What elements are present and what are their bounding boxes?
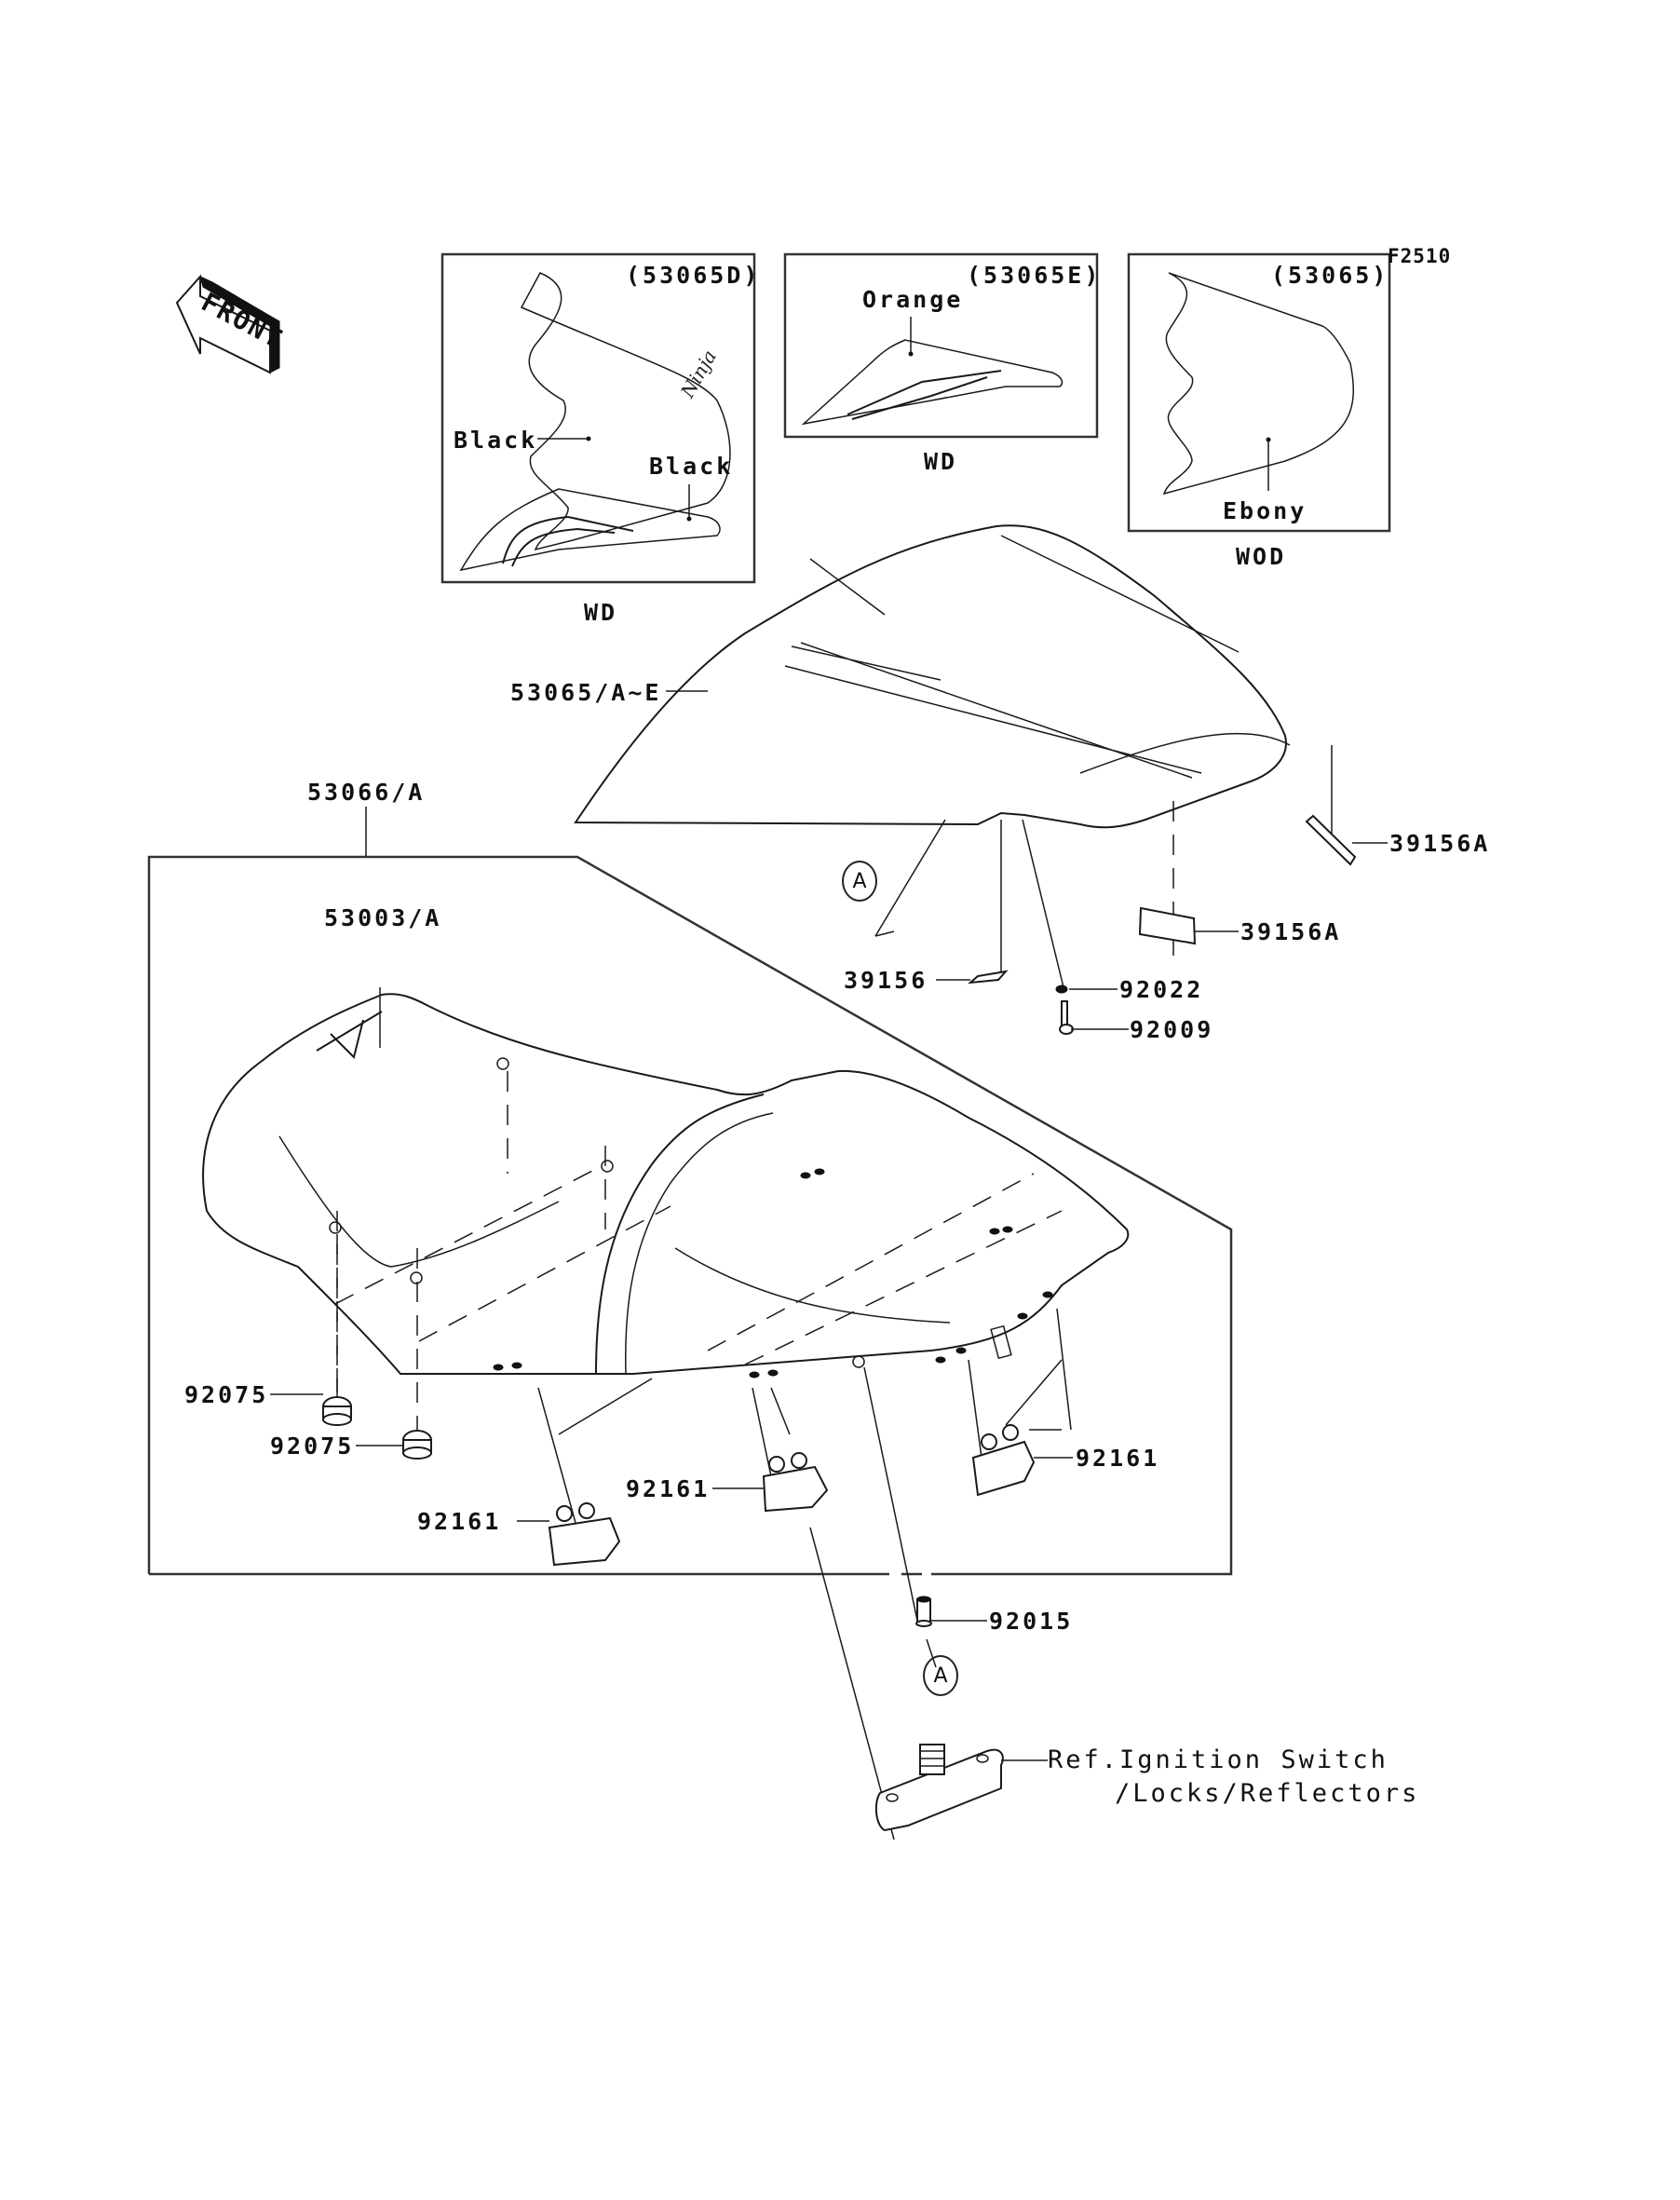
part-label-collar-92015: 92015 [989,1608,1074,1635]
cover-leaders [874,745,1333,988]
cover-hardware [967,814,1357,1035]
part-label-clip-92161-left: 92161 [417,1508,502,1535]
variant-ref-53065: (53065) [1271,262,1389,289]
variant-ref-53065e: (53065E) [967,262,1102,289]
figure-code-label: F2510 [1388,245,1452,267]
damper-parts [270,1393,432,1460]
part-label-damper-92075-1: 92075 [184,1381,269,1408]
variant-caption-wod: WOD [1236,543,1287,570]
reference-note-line-2: /Locks/Reflectors [1115,1779,1420,1808]
part-label-seat-base: 53003/A [324,904,442,931]
reference-note-line-1: Ref.Ignition Switch [1048,1745,1389,1774]
part-label-seat-assembly: 53066/A [307,779,426,806]
variant-caption-wd-2: WD [924,448,958,475]
part-label-clip-92161-right: 92161 [1076,1445,1160,1472]
collar-part [915,1596,987,1627]
hardware-leaders [936,842,1388,1030]
variant-caption-wd-1: WD [584,599,618,626]
color-callout-ebony: Ebony [1223,497,1307,524]
seat-cover-drawing [574,524,1291,829]
part-label-band-39156a-top: 39156A [1389,830,1491,857]
variant-box-53065 [1127,252,1391,533]
seat-drawing [202,987,1130,1425]
part-label-clip-92161-middle: 92161 [626,1475,711,1502]
color-callout-black-2: Black [649,453,734,480]
part-label-bolt-92009: 92009 [1130,1016,1214,1043]
ignition-lock-part [874,1744,1048,1832]
clip-parts [517,1424,1073,1567]
svg-text:Ninja: Ninja [675,346,721,402]
part-label-seat-cover: 53065/A~E [510,679,662,706]
seat-assembly-box [147,807,1233,1576]
part-label-washer-92022: 92022 [1119,976,1204,1003]
reference-marker-a-top: A [842,861,877,902]
variant-box-53065d: Ninja [440,252,756,584]
variant-ref-53065d: (53065D) [626,262,761,289]
part-label-damper-92075-2: 92075 [270,1433,355,1460]
reference-marker-a-bottom: A [923,1655,958,1696]
variant-box-53065e [783,252,1099,439]
color-callout-orange: Orange [862,286,964,313]
front-arrow-icon: FRONT [175,274,289,374]
part-label-band-39156a-mid: 39156A [1240,918,1342,945]
seat-leaders [336,1234,1072,1840]
part-label-band-39156: 39156 [844,967,928,994]
color-callout-black-1: Black [454,427,538,454]
